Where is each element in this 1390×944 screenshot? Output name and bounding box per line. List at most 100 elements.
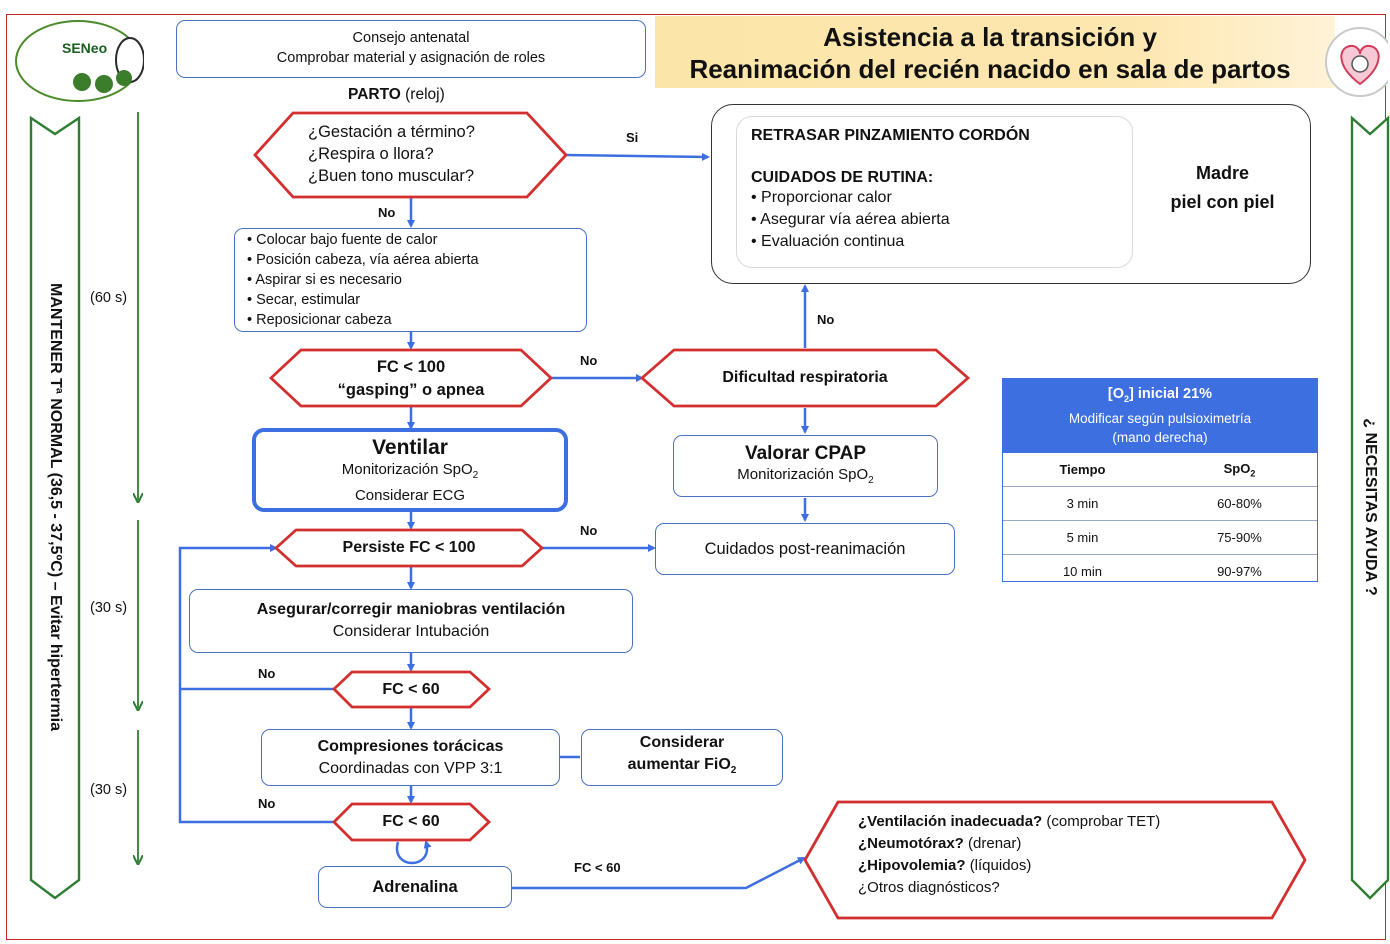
initial-step-5: Reposicionar cabeza	[247, 310, 479, 330]
check-ventilation: ¿Ventilación inadecuada? (comprobar TET)	[858, 813, 1161, 830]
cpap-line-1: Monitorización SpO2	[737, 465, 874, 486]
compresiones-line-2: Coordinadas con VPP 3:1	[318, 759, 503, 777]
o2-title: [O2] inicial 21%	[1107, 386, 1213, 404]
o2-row: 3 min 60-80%	[1003, 486, 1317, 521]
o2-subtitle-1: Modificar según pulsioximetría	[1068, 410, 1252, 426]
checks-hexagon	[803, 800, 1307, 920]
q1-hexagon	[253, 111, 568, 199]
adrenalina-box: Adrenalina	[318, 866, 512, 908]
o2-row-time: 5 min	[1003, 520, 1162, 555]
routine-delay: RETRASAR PINZAMIENTO CORDÓN	[751, 127, 1030, 144]
rcp-neonatal-logo-graphic	[1325, 27, 1390, 97]
left-side-label: MANTENER Tª NORMAL (36,5 - 37,5ºC) – Evi…	[47, 282, 64, 732]
initial-step-2: Posición cabeza, vía aérea abierta	[247, 250, 478, 270]
persiste-hexagon	[273, 528, 545, 568]
initial-steps-list: Colocar bajo fuente de calor Posición ca…	[247, 230, 479, 330]
label-no-fc60b: No	[258, 796, 276, 811]
fc100-hexagon	[268, 348, 554, 408]
mother-skin-label: Madre piel con piel	[1150, 158, 1295, 218]
title-line-2: Reanimación del recién nacido en sala de…	[689, 54, 1291, 84]
parto-label: PARTO (reloj)	[348, 86, 445, 104]
title-line-1: Asistencia a la transición y	[823, 22, 1157, 52]
asegurar-box: Asegurar/corregir maniobras ventilación …	[189, 589, 633, 653]
ventilar-title: Ventilar	[372, 435, 448, 459]
fc60a-text: FC < 60	[382, 680, 440, 698]
o2-target-table: Tiempo SpO2 3 min 60-80% 5 min 75-90% 10…	[1003, 453, 1317, 588]
timer-60s: (60 s)	[90, 290, 128, 306]
fio2-line-1: Considerar	[639, 734, 725, 752]
routine-care-title: CUIDADOS DE RUTINA:	[751, 169, 934, 186]
label-no-persiste: No	[580, 523, 598, 538]
o2-row-spo2: 90-97%	[1161, 554, 1317, 588]
asegurar-line-2: Considerar Intubación	[332, 623, 490, 640]
fc60a-hexagon	[331, 670, 492, 709]
o2-table-header: [O2] inicial 21% Modificar según pulsiox…	[1003, 379, 1317, 453]
parto-reloj: (reloj)	[405, 86, 445, 103]
right-help-band	[1350, 115, 1390, 900]
label-no-resp: No	[817, 312, 835, 327]
cpap-box: Valorar CPAP Monitorización SpO2	[673, 435, 938, 497]
left-temperature-band	[29, 115, 81, 900]
initial-step-3: Aspirar si es necesario	[247, 270, 479, 290]
rcp-neonatal-logo	[1316, 14, 1390, 112]
check-pneumothorax: ¿Neumotórax? (drenar)	[858, 835, 1022, 852]
ventilar-line-1: Monitorización SpO2	[341, 460, 479, 481]
o2-row: 5 min 75-90%	[1003, 520, 1317, 555]
routine-item-1: • Proporcionar calor	[751, 189, 892, 206]
label-fc60-adrenalina: FC < 60	[574, 860, 621, 875]
o2-header-time: Tiempo	[1059, 462, 1106, 477]
compresiones-line-1: Compresiones torácicas	[317, 737, 504, 755]
mother-line-1: Madre	[1195, 163, 1249, 183]
initial-step-1: Colocar bajo fuente de calor	[247, 230, 479, 250]
fio2-line-2: aumentar FiO2	[627, 756, 737, 777]
parto-bold: PARTO	[348, 86, 401, 103]
seneo-logo-text: SENeo	[62, 40, 108, 56]
timer-30s-second: (30 s)	[90, 782, 128, 798]
routine-item-3: • Evaluación continua	[751, 233, 905, 250]
routine-inner-box: RETRASAR PINZAMIENTO CORDÓN CUIDADOS DE …	[736, 116, 1133, 268]
o2-row-spo2: 75-90%	[1161, 520, 1317, 555]
seneo-logo: SENeo	[12, 18, 145, 104]
label-si: Si	[626, 130, 639, 145]
q1-line-1: ¿Gestación a término?	[308, 123, 475, 141]
mother-line-2: piel con piel	[1170, 192, 1275, 212]
antenatal-box: Consejo antenatal Comprobar material y a…	[176, 20, 646, 78]
asegurar-line-1: Asegurar/corregir maniobras ventilación	[256, 601, 566, 618]
label-no-q1: No	[378, 205, 396, 220]
o2-row: 10 min 90-97%	[1003, 554, 1317, 588]
o2-subtitle-2: (mano derecha)	[1112, 429, 1208, 445]
persiste-text: Persiste FC < 100	[342, 539, 476, 556]
antenatal-line-1: Consejo antenatal	[352, 30, 470, 47]
label-no-fc100: No	[580, 353, 598, 368]
page-title: Asistencia a la transición y Reanimación…	[655, 18, 1325, 88]
fio2-box: Considerar aumentar FiO2	[581, 729, 783, 786]
seneo-logo-graphic	[15, 20, 145, 102]
fc100-line-2: “gasping” o apnea	[337, 381, 485, 399]
fc60b-text: FC < 60	[382, 813, 440, 830]
q1-text: ¿Gestación a término? ¿Respira o llora? …	[308, 121, 528, 187]
ventilar-box: Ventilar Monitorización SpO2 Considerar …	[252, 428, 568, 512]
label-no-fc60a: No	[258, 666, 276, 681]
fc60b-hexagon	[332, 802, 492, 842]
o2-row-spo2: 60-80%	[1161, 486, 1317, 521]
title-banner	[655, 16, 1335, 88]
q1-line-3: ¿Buen tono muscular?	[308, 167, 475, 185]
o2-row-time: 10 min	[1003, 554, 1162, 588]
check-other: ¿Otros diagnósticos?	[858, 879, 1000, 896]
compresiones-box: Compresiones torácicas Coordinadas con V…	[261, 729, 560, 786]
antenatal-line-2: Comprobar material y asignación de roles	[276, 50, 546, 66]
o2-row-time: 3 min	[1003, 486, 1162, 521]
fc100-line-1: FC < 100	[376, 358, 446, 376]
q1-line-2: ¿Respira o llora?	[308, 145, 434, 163]
resp-hexagon	[639, 348, 971, 408]
o2-header-spo2: SpO2	[1223, 460, 1256, 479]
ventilar-line-2: Considerar ECG	[354, 486, 466, 504]
fc100-text: FC < 100 “gasping” o apnea	[300, 354, 522, 404]
cpap-title: Valorar CPAP	[744, 442, 867, 464]
right-side-label: ¿ NECESITAS AYUDA ?	[1362, 418, 1379, 596]
initial-step-4: Secar, estimular	[247, 290, 479, 310]
check-hypovolemia: ¿Hipovolemia? (líquidos)	[858, 857, 1032, 874]
routine-item-2: • Asegurar vía aérea abierta	[751, 211, 950, 228]
